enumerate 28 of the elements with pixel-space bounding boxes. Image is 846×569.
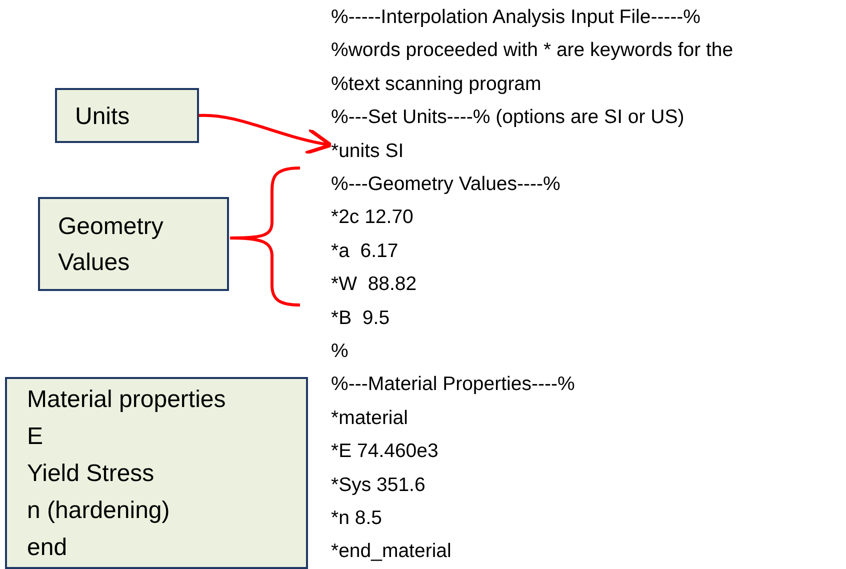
box-text: Material properties bbox=[27, 385, 227, 415]
label-box bbox=[55, 88, 199, 143]
comment-line: %text scanning program bbox=[331, 72, 542, 97]
file-header: %-----Interpolation Analysis Input File-----% bbox=[331, 5, 701, 30]
comment-line: %words proceeded with * are keywords for the bbox=[331, 38, 734, 64]
box-text: end bbox=[27, 533, 68, 563]
comment-line: %---Geometry Values----% bbox=[331, 172, 560, 197]
code-line: *units SI bbox=[331, 138, 404, 164]
code-line: *W 88.82 bbox=[331, 272, 417, 298]
code-line: *a 6.17 bbox=[331, 238, 398, 264]
code-line: *material bbox=[331, 406, 408, 431]
comment-line: %---Set Units----% (options are SI or US) bbox=[331, 105, 684, 130]
comment-line: %---Material Properties----% bbox=[331, 372, 575, 398]
code-line: *n 8.5 bbox=[331, 506, 382, 531]
box-text: Units bbox=[75, 102, 131, 132]
box-text: Yield Stress bbox=[27, 459, 156, 489]
label-box bbox=[5, 377, 308, 569]
label-box bbox=[38, 197, 229, 291]
box-text: E bbox=[27, 422, 44, 452]
box-text: Geometry Values bbox=[58, 212, 164, 278]
code-line: *2c 12.70 bbox=[331, 205, 414, 230]
box-text: n (hardening) bbox=[27, 496, 171, 526]
code-line: *E 74.460e3 bbox=[331, 439, 438, 464]
comment-line: % bbox=[331, 339, 348, 364]
code-line: *end_material bbox=[331, 539, 452, 564]
code-line: *B 9.5 bbox=[331, 306, 390, 331]
code-line: *Sys 351.6 bbox=[331, 472, 426, 498]
arrow bbox=[199, 114, 333, 154]
